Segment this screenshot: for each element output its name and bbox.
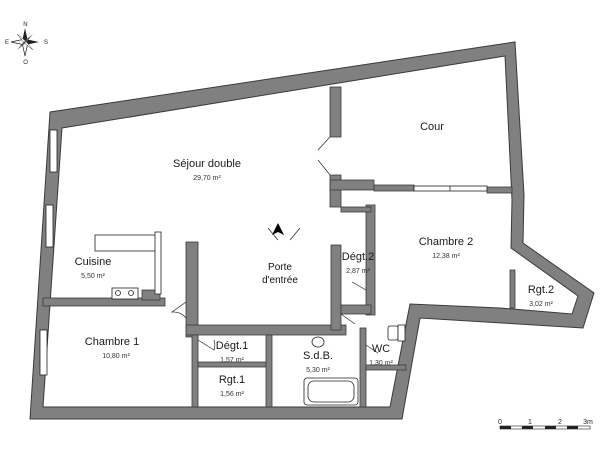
room-name-rgt2: Rgt.2 <box>528 284 554 296</box>
room-area-cuisine: 5,50 m² <box>81 273 105 280</box>
windows-left <box>39 129 58 376</box>
room-area-degt1: 1,57 m² <box>220 357 244 364</box>
toilet-icon <box>387 325 399 341</box>
room-area-chambre2: 12,38 m² <box>432 253 460 260</box>
room-area-sdb: 5,30 m² <box>306 367 330 374</box>
room-area-chambre1: 10,80 m² <box>102 353 130 360</box>
doors <box>170 136 379 354</box>
scale-tick-0: 0 <box>498 419 502 426</box>
washbasin-icon <box>311 336 325 348</box>
entrance-arrow-icon <box>272 223 284 235</box>
sink-icon <box>111 287 139 300</box>
room-name-chambre2: Chambre 2 <box>419 236 473 248</box>
windows-cour <box>413 185 488 192</box>
room-name-sdb: S.d.B. <box>303 350 333 362</box>
compass-letter-s: S <box>44 40 48 46</box>
bathroom-fixtures <box>303 324 406 406</box>
entrance-label-line2: d'entrée <box>262 275 298 286</box>
worktop <box>94 234 158 252</box>
compass-letter-o: O <box>23 60 28 66</box>
scale-tick-3: 3m <box>583 419 593 426</box>
compass-letter-n: N <box>23 22 27 28</box>
room-name-chambre1: Chambre 1 <box>85 336 139 348</box>
room-area-wc: 1,30 m² <box>369 360 393 367</box>
room-area-rgt2: 3,02 m² <box>529 301 553 308</box>
scale-tick-1: 1 <box>528 419 532 426</box>
exterior-wall <box>29 41 595 420</box>
room-area-sejour: 29,70 m² <box>193 175 221 182</box>
kitchen-fixtures <box>94 231 162 300</box>
room-name-wc: WC <box>372 343 390 355</box>
room-area-degt2: 2,87 m² <box>346 268 370 275</box>
room-name-degt1: Dégt.1 <box>216 340 248 352</box>
room-name-rgt1: Rgt.1 <box>219 374 245 386</box>
compass-icon: N S E O <box>5 22 48 66</box>
compass-letter-e: E <box>5 40 9 46</box>
scale-bar: 0 1 2 3m <box>498 419 593 430</box>
scale-tick-2: 2 <box>558 419 562 426</box>
interior-walls <box>42 86 516 408</box>
room-name-cour: Cour <box>420 121 444 133</box>
room-name-degt2: Dégt.2 <box>342 251 374 263</box>
entrance-label-line1: Porte <box>268 262 292 273</box>
room-area-rgt1: 1,56 m² <box>220 391 244 398</box>
room-name-sejour: Séjour double <box>173 158 241 170</box>
room-name-cuisine: Cuisine <box>75 256 112 268</box>
